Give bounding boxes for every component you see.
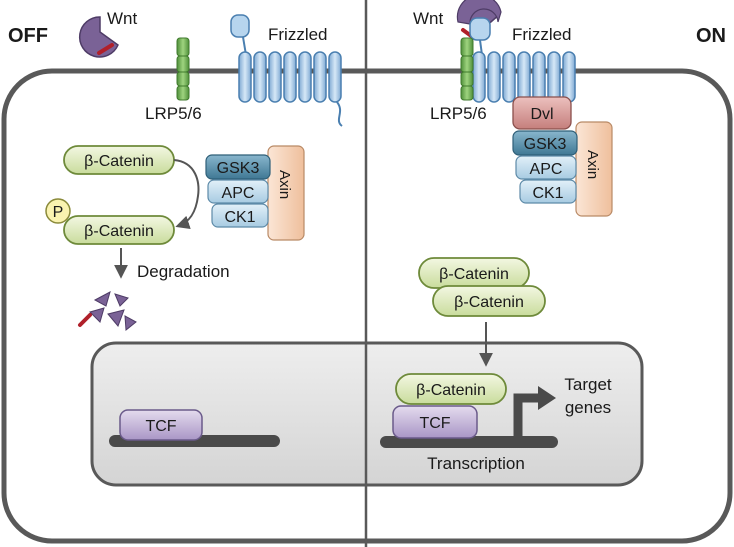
wnt-label-off: Wnt bbox=[107, 9, 138, 28]
transcription-label: Transcription bbox=[427, 454, 525, 473]
gsk3-label-on: GSK3 bbox=[524, 136, 567, 153]
tcf-on bbox=[392, 405, 478, 439]
frizzled-label-on: Frizzled bbox=[512, 25, 572, 44]
frizzled-receptor-off bbox=[230, 14, 343, 127]
ck1-off bbox=[211, 203, 269, 228]
phosphorylation-arrow bbox=[173, 159, 200, 230]
apc-off bbox=[207, 179, 269, 204]
gsk3-off bbox=[205, 154, 271, 180]
degraded-fragments bbox=[89, 291, 137, 331]
beta-catenin-2-label-on: β-Catenin bbox=[454, 294, 524, 311]
apc-label-on: APC bbox=[530, 161, 563, 178]
transcription-arrow-head bbox=[538, 386, 556, 410]
wnt-ligand-off bbox=[78, 16, 119, 58]
axin-label-on: Axin bbox=[584, 150, 601, 179]
gsk3-on bbox=[512, 130, 578, 156]
lrp-label-on: LRP5/6 bbox=[430, 104, 487, 123]
off-title: OFF bbox=[8, 25, 48, 47]
wnt-label-on: Wnt bbox=[413, 9, 444, 28]
frizzled-label-off: Frizzled bbox=[268, 25, 328, 44]
ck1-label-on: CK1 bbox=[532, 185, 563, 202]
dvl-on bbox=[512, 96, 572, 130]
degraded-tail bbox=[78, 313, 92, 327]
beta-catenin-free-label-off: β-Catenin bbox=[84, 153, 154, 170]
target-genes-label-line2: genes bbox=[565, 398, 611, 417]
ck1-on bbox=[519, 179, 577, 204]
on-title: ON bbox=[696, 25, 726, 47]
degradation-label: Degradation bbox=[137, 262, 230, 281]
beta-catenin-phospho-label-off: β-Catenin bbox=[84, 223, 154, 240]
beta-catenin-phospho-off bbox=[63, 215, 175, 245]
tcf-off bbox=[119, 409, 203, 441]
lrp-receptor-on bbox=[460, 37, 474, 101]
beta-catenin-nuclear-label-on: β-Catenin bbox=[416, 382, 486, 399]
dvl-label-on: Dvl bbox=[530, 106, 553, 123]
beta-catenin-2-on bbox=[432, 285, 546, 317]
complex-on bbox=[512, 96, 613, 217]
phospho-tag-label: P bbox=[53, 204, 64, 221]
beta-catenin-1-label-on: β-Catenin bbox=[439, 266, 509, 283]
beta-catenin-nuclear-on bbox=[395, 373, 507, 405]
target-genes-label-line1: Target bbox=[564, 375, 612, 394]
transcription-arrow bbox=[513, 393, 540, 436]
lrp-label-off: LRP5/6 bbox=[145, 104, 202, 123]
apc-label-off: APC bbox=[222, 185, 255, 202]
phospho-tag bbox=[45, 198, 71, 224]
tcf-label-on: TCF bbox=[419, 415, 450, 432]
axin-label-off: Axin bbox=[276, 170, 293, 199]
lrp-receptor-off bbox=[176, 37, 190, 101]
destruction-complex-off bbox=[205, 145, 305, 241]
tcf-label-off: TCF bbox=[145, 418, 176, 435]
gsk3-label-off: GSK3 bbox=[217, 160, 260, 177]
apc-on bbox=[515, 155, 577, 180]
ck1-label-off: CK1 bbox=[224, 209, 255, 226]
